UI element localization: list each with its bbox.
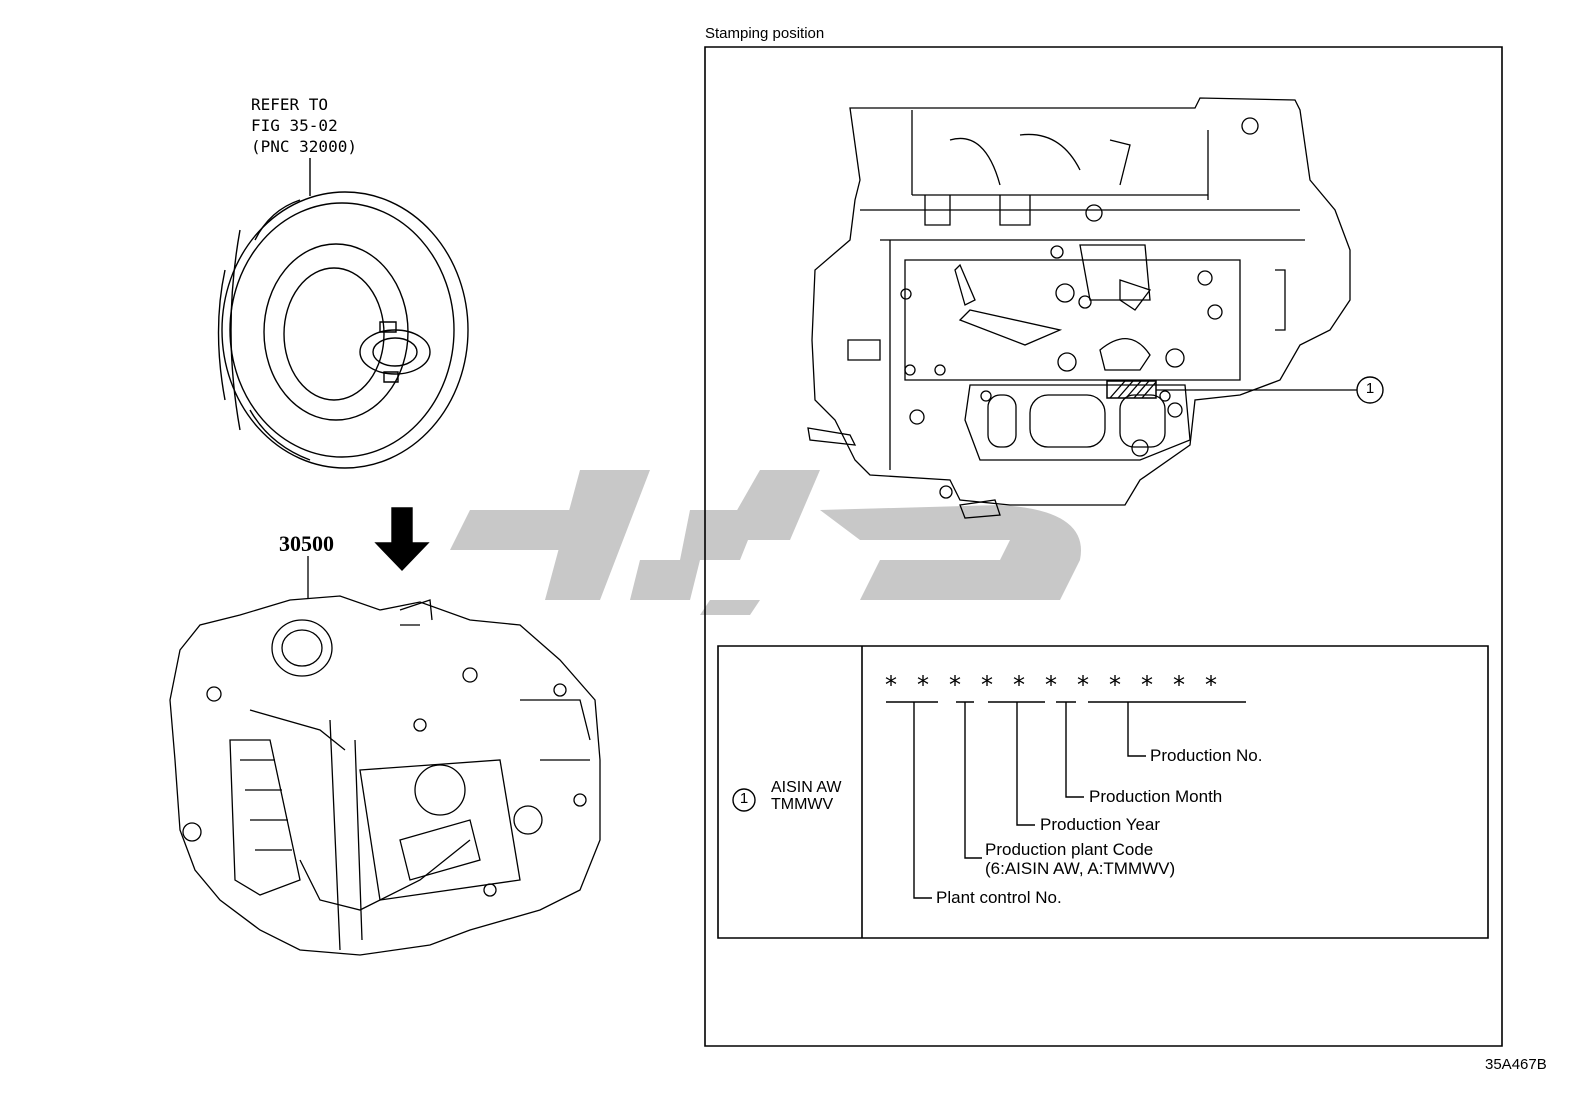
- code-char: *: [917, 671, 929, 699]
- field-production-plant-code-label: Production plant Code: [985, 840, 1154, 859]
- watermark-logo: [450, 470, 1081, 615]
- code-char: *: [1141, 671, 1153, 699]
- figure-id: 35A467B: [1485, 1056, 1547, 1073]
- field-production-plant-code-sub: (6:AISIN AW, A:TMMWV): [985, 859, 1176, 878]
- down-arrow: [376, 508, 428, 570]
- legend-marker-number: 1: [739, 790, 749, 807]
- callout-circle: [1357, 377, 1383, 403]
- code-char: *: [949, 671, 961, 699]
- field-leader-lines: [914, 702, 1146, 898]
- code-char: *: [1173, 671, 1185, 699]
- code-char: *: [1205, 671, 1217, 699]
- maker-tmmwv: TMMWV: [771, 796, 834, 813]
- code-char: *: [885, 671, 897, 699]
- code-char: *: [1045, 671, 1057, 699]
- field-production-year: Production Year: [1040, 815, 1161, 834]
- transaxle-side-view-drawing: [808, 98, 1357, 518]
- maker-aisin: AISIN AW: [771, 779, 842, 796]
- refer-line-1: REFER TO: [251, 95, 329, 114]
- field-production-no: Production No.: [1150, 746, 1263, 765]
- callout-number: 1: [1365, 380, 1375, 397]
- legend-box: [718, 646, 1488, 938]
- part-number-label: 30500: [279, 531, 334, 556]
- stamping-frame: [705, 47, 1502, 1046]
- refer-line-2: FIG 35-02: [251, 116, 338, 135]
- stamping-position-title: Stamping position: [705, 25, 825, 42]
- code-char: *: [1109, 671, 1121, 699]
- torque-converter-drawing: [219, 158, 469, 468]
- code-char: *: [981, 671, 993, 699]
- legend-marker-circle: [733, 789, 755, 811]
- refer-line-3: (PNC 32000): [251, 137, 357, 156]
- code-chars: * * * * * * * * * * *: [885, 671, 1237, 699]
- code-char: *: [1077, 671, 1089, 699]
- code-char: *: [1013, 671, 1025, 699]
- field-plant-control-no: Plant control No.: [936, 888, 1062, 907]
- field-production-plant-code: Production plant Code (6:AISIN AW, A:TMM…: [985, 840, 1175, 878]
- transaxle-assembly-drawing: [170, 556, 600, 955]
- refer-to-note: REFER TO FIG 35-02 (PNC 32000): [251, 94, 357, 157]
- field-production-month: Production Month: [1089, 787, 1223, 806]
- maker-list: AISIN AW TMMWV: [771, 779, 842, 813]
